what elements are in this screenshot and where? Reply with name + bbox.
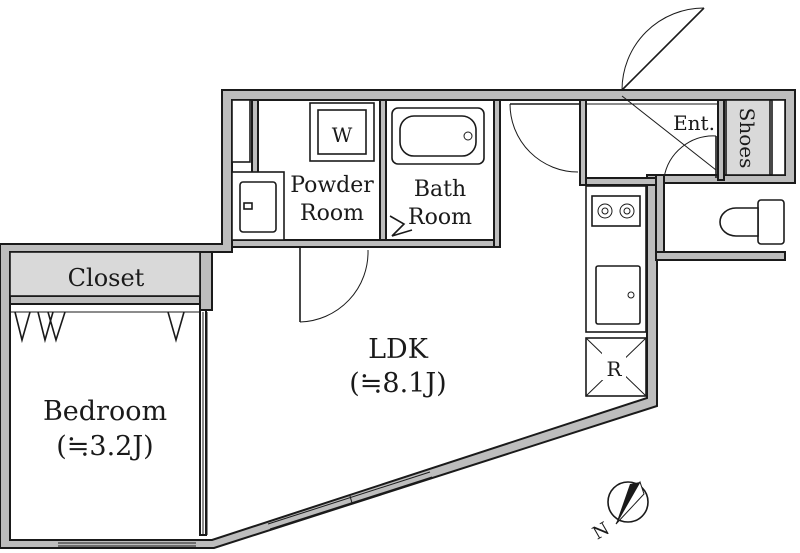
powder-room-label: Powder (290, 173, 374, 198)
vanity-faucet (243, 202, 253, 210)
bedroom-sliding-partition (202, 312, 208, 535)
ldk-label: LDK (368, 334, 429, 365)
shoes-label: Shoes (735, 108, 759, 169)
toilet-door (621, 95, 717, 179)
closet-doors (10, 311, 200, 344)
bedroom-label: Bedroom (43, 396, 167, 427)
stove-burner-left (597, 203, 613, 219)
washer-inner (317, 109, 367, 155)
bath-room-label: Bath (414, 177, 466, 202)
compass-north-label: N (589, 518, 613, 544)
compass (607, 480, 649, 525)
stove-burner-right (619, 203, 635, 219)
vanity-sink (239, 181, 277, 233)
washer-label: W (332, 123, 353, 147)
stove-burner-right-core (623, 207, 631, 215)
stove-burner-left-core (601, 207, 609, 215)
powder-room-label-2: Room (300, 201, 364, 226)
entrance-door (621, 7, 705, 91)
inner-walls (9, 99, 786, 536)
bedroom-window (58, 542, 196, 547)
closet-label: Closet (68, 264, 145, 292)
stove (591, 195, 641, 227)
hall-door (509, 103, 580, 173)
refrigerator-label: R (606, 357, 622, 381)
bath-room-label-2: Room (408, 205, 472, 230)
toilet (719, 199, 785, 245)
shoes-cabinet (725, 99, 771, 176)
ldk-size: (≒8.1J) (349, 368, 446, 399)
bedroom-size: (≒3.2J) (56, 431, 153, 462)
kitchen-sink-drain (627, 291, 635, 299)
bath-folding-door (389, 215, 413, 237)
wall-niche-left (231, 99, 251, 163)
entrance-label: Ent. (673, 111, 715, 135)
wall-niche-right (771, 99, 786, 176)
bathtub-drain (463, 131, 473, 141)
refrigerator-label-bg (602, 352, 626, 380)
ldk-window (267, 471, 433, 530)
kitchen-sink (595, 265, 641, 325)
powder-room-door (299, 247, 369, 323)
refrigerator-space (585, 337, 647, 397)
bathtub-basin (399, 115, 477, 157)
closet-area (9, 251, 201, 297)
